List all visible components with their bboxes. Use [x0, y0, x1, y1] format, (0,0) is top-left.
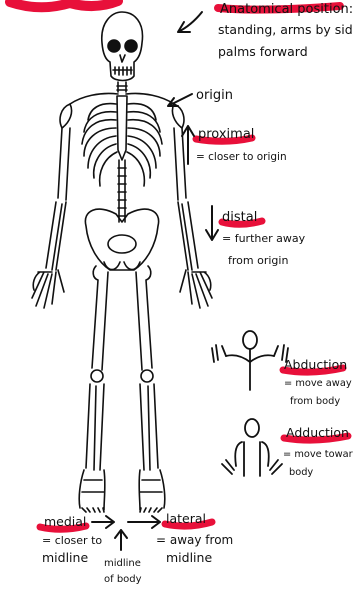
origin-arrow: [168, 94, 192, 106]
anatomical-position-line2: palms forward: [218, 44, 308, 59]
teeth: [113, 67, 132, 75]
rib-right-6: [128, 144, 150, 178]
anatomical-position-arrow: [178, 12, 202, 32]
left-eye-socket: [108, 40, 120, 52]
right-shoulder: [172, 104, 184, 128]
medial-line1: = closer to: [42, 534, 102, 547]
midline-line1: midline: [104, 558, 141, 569]
right-tibia: [140, 384, 158, 470]
left-shoulder: [60, 104, 72, 128]
left-femur: [92, 266, 108, 370]
abduction-line1: = move away: [284, 378, 352, 389]
right-humerus: [174, 128, 186, 200]
proximal-title: proximal: [198, 127, 254, 142]
lateral-title: lateral: [166, 511, 206, 526]
adduction-line2: body: [289, 467, 313, 478]
abduction-line2: from body: [290, 396, 340, 407]
medial-arrow: [92, 516, 114, 528]
nose-cavity: [120, 55, 125, 62]
right-eye-socket: [125, 40, 137, 52]
abduction-figure-head: [243, 331, 257, 349]
right-clavicle: [126, 93, 174, 104]
adduction-line1: = move toward: [283, 449, 353, 460]
rib-left-6: [94, 144, 116, 178]
pelvis-lower: [104, 262, 140, 270]
adduction-figure-body: [244, 442, 260, 476]
distal-arrow: [206, 206, 218, 240]
medial-line2: midline: [42, 550, 88, 565]
left-clavicle: [70, 93, 118, 104]
left-kneecap: [91, 370, 103, 382]
right-femur: [136, 266, 152, 370]
neck: [117, 82, 127, 92]
left-tibia: [86, 384, 104, 470]
adduction-figure-head: [245, 419, 259, 437]
left-hand: [32, 270, 64, 308]
left-forearm: [46, 202, 66, 270]
sternum: [117, 96, 127, 160]
skeleton: [32, 12, 212, 512]
left-foot: [79, 470, 105, 512]
origin-label: origin: [196, 88, 233, 103]
adduction-figure: [222, 419, 282, 476]
left-humerus: [58, 128, 70, 200]
lateral-line1: = away from: [156, 533, 233, 547]
distal-title: distal: [222, 210, 257, 225]
adduction-figure-shoulders: [235, 442, 269, 466]
rib-left-7: [100, 152, 117, 186]
midline-arrow: [115, 530, 127, 550]
right-hand: [180, 270, 212, 308]
adduction-motion-left: [222, 460, 234, 474]
proximal-desc: = closer to origin: [196, 151, 287, 163]
anatomical-position-line1: standing, arms by side,: [218, 22, 353, 37]
rib-right-7: [127, 152, 144, 186]
abduction-motion-left: [212, 345, 218, 362]
spine: [118, 160, 126, 222]
distal-line2: from origin: [228, 254, 288, 267]
abduction-figure: [212, 331, 288, 390]
pelvis-opening: [108, 235, 136, 253]
midline-line2: of body: [104, 574, 142, 585]
adduction-title: Adduction: [286, 425, 349, 440]
lateral-line2: midline: [166, 550, 212, 565]
right-kneecap: [141, 370, 153, 382]
medial-title: medial: [44, 514, 86, 529]
adduction-motion-right: [270, 460, 282, 474]
red-scribble-top: [10, 1, 118, 7]
anatomical-position-title: Anatomical position:: [220, 2, 353, 17]
abduction-title: Abduction: [284, 357, 347, 372]
pelvis: [85, 209, 158, 270]
distal-line1: = further away: [222, 232, 306, 245]
lateral-arrow: [128, 516, 160, 528]
right-foot: [139, 470, 165, 512]
right-forearm: [178, 202, 198, 270]
